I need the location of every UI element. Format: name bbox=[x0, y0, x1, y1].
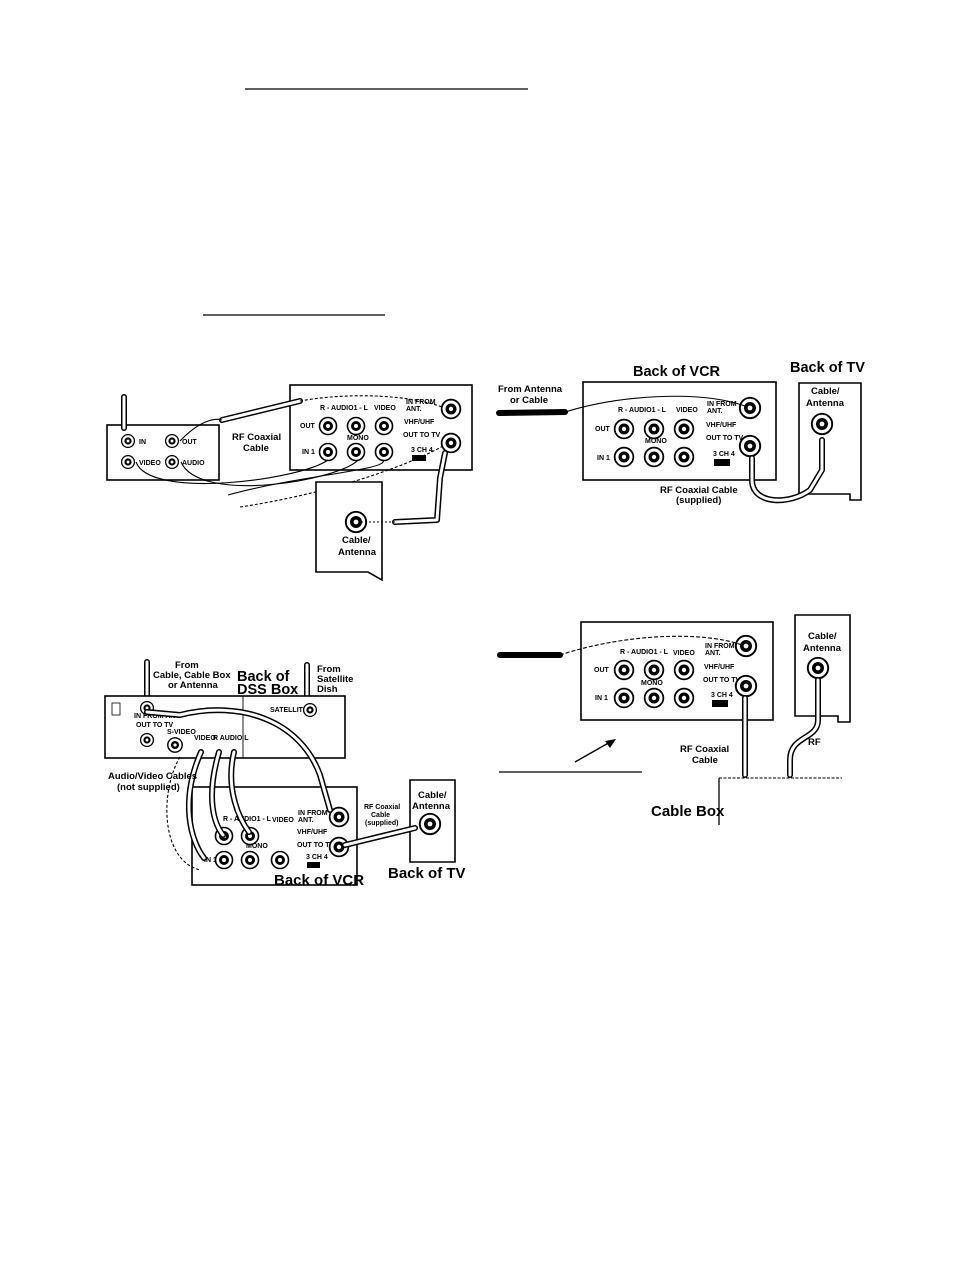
back-of-vcr-title: Back of VCR bbox=[633, 364, 721, 380]
dss-r-audio-l-label: R AUDIO L bbox=[213, 735, 249, 742]
diagram-bottom-right: R - AUDIO1 - L VIDEO IN FROM ANT. VHF/UH… bbox=[497, 614, 851, 825]
ant-label-br: ANT. bbox=[705, 650, 721, 657]
back-of-label-dss: Back of bbox=[237, 669, 290, 685]
ch-switch-label-bl: 3 CH 4 bbox=[306, 854, 328, 861]
ch-switch-label-tr: 3 CH 4 bbox=[713, 451, 735, 458]
rf-coaxial-label-2: Cable bbox=[243, 443, 269, 454]
ant-label: ANT. bbox=[406, 406, 422, 413]
video-label: VIDEO bbox=[374, 405, 396, 412]
diagram-top-left: IN OUT VIDEO AUDIO R - AUDIO1 - L VIDEO … bbox=[106, 384, 473, 582]
mono-label-tr: MONO bbox=[645, 438, 667, 445]
cable-label-rf-br: Cable bbox=[692, 755, 718, 766]
supplied-label-tr: (supplied) bbox=[676, 495, 721, 506]
box-out-label: OUT bbox=[182, 439, 198, 446]
out-to-tv-label-tr: OUT TO TV bbox=[706, 435, 744, 442]
in-from-ant-label-bl: IN FROM ANT bbox=[134, 713, 180, 720]
video-label-br: VIDEO bbox=[673, 650, 695, 657]
vhf-uhf-label: VHF/UHF bbox=[404, 419, 435, 426]
diagram-top-right: Back of VCR Back of TV From Antenna or C… bbox=[496, 360, 865, 506]
box-video-label: VIDEO bbox=[139, 460, 161, 467]
in1-label-br: IN 1 bbox=[595, 695, 608, 702]
cable-label-rf-bl: Cable bbox=[371, 812, 390, 819]
r-audio-l-label-bl: R - AUDIO1 - L bbox=[223, 816, 272, 823]
rf-label-br: RF bbox=[808, 737, 821, 748]
in-from-label-tr: IN FROM bbox=[707, 401, 737, 408]
back-of-tv-label-bl: Back of TV bbox=[388, 865, 466, 882]
rf-coaxial-label-bl: RF Coaxial bbox=[364, 804, 400, 811]
supplied-label-bl: (supplied) bbox=[365, 820, 398, 827]
ant-label-tr: ANT. bbox=[707, 408, 723, 415]
out-label: OUT bbox=[300, 423, 316, 430]
back-of-vcr-label-bl: Back of VCR bbox=[274, 872, 364, 889]
in1-label-tr: IN 1 bbox=[597, 455, 610, 462]
device-box bbox=[106, 424, 220, 481]
vhf-uhf-label-bl: VHF/UHF bbox=[297, 829, 328, 836]
from-sat-label: From bbox=[317, 664, 341, 675]
ant-label-bl: ANT. bbox=[298, 817, 314, 824]
rf-cable-label-tr: RF Coaxial Cable bbox=[660, 485, 738, 496]
out-label-tr: OUT bbox=[595, 426, 611, 433]
not-supplied-label: (not supplied) bbox=[117, 782, 180, 793]
back-of-tv-title: Back of TV bbox=[790, 360, 865, 376]
from-label-bl: From bbox=[175, 660, 199, 671]
video-label-tr: VIDEO bbox=[676, 407, 698, 414]
box-audio-label: AUDIO bbox=[182, 460, 205, 467]
cable-label-tr: Cable/ bbox=[811, 386, 840, 397]
out-to-tv-label-vcr-bl: OUT TO TV bbox=[297, 842, 335, 849]
vhf-uhf-label-tr: VHF/UHF bbox=[706, 422, 737, 429]
r-audio-l-label-tr: R - AUDIO1 - L bbox=[618, 407, 667, 414]
video-label-bl: VIDEO bbox=[272, 817, 294, 824]
rf-coaxial-label-1: RF Coaxial bbox=[232, 432, 281, 443]
antenna-label-br: Antenna bbox=[803, 643, 842, 654]
cable-box-label: Cable Box bbox=[651, 803, 725, 820]
box-in-label: IN bbox=[139, 439, 146, 446]
or-cable-label: or Cable bbox=[510, 395, 548, 406]
from-antenna-label: From Antenna bbox=[498, 384, 563, 395]
r-audio-l-label: R - AUDIO1 - L bbox=[320, 405, 369, 412]
out-to-tv-label-br: OUT TO TV bbox=[703, 677, 741, 684]
dss-video-label: VIDEO bbox=[194, 735, 216, 742]
tv-wall-tl bbox=[315, 481, 383, 582]
cable-label-bl: Cable/ bbox=[418, 790, 447, 801]
mono-label-br: MONO bbox=[641, 680, 663, 687]
diagram-bottom-left: From Cable, Cable Box or Antenna Back of… bbox=[104, 659, 466, 889]
out-label-br: OUT bbox=[594, 667, 610, 674]
antenna-label-bl: Antenna bbox=[412, 801, 451, 812]
out-to-tv-label-bl: OUT TO TV bbox=[136, 722, 174, 729]
vhf-uhf-label-br: VHF/UHF bbox=[704, 664, 735, 671]
s-video-label: S-VIDEO bbox=[167, 729, 196, 736]
satellite-label: Satellite bbox=[317, 674, 353, 685]
ch-switch-label-br: 3 CH 4 bbox=[711, 692, 733, 699]
in1-label: IN 1 bbox=[302, 449, 315, 456]
av-cables-label: Audio/Video Cables bbox=[108, 771, 197, 782]
r-audio-l-label-br: R - AUDIO1 - L bbox=[620, 649, 669, 656]
rf-coaxial-label-br: RF Coaxial bbox=[680, 744, 729, 755]
mono-label-bl: MONO bbox=[246, 843, 268, 850]
in1-label-bl: IN 1 bbox=[204, 857, 217, 864]
dss-box-label: DSS Box bbox=[237, 682, 298, 698]
out-to-tv-label: OUT TO TV bbox=[403, 432, 441, 439]
cable-label-br: Cable/ bbox=[808, 631, 837, 642]
in-from-label: IN FROM bbox=[406, 399, 436, 406]
in-from-label-bl: IN FROM bbox=[298, 810, 328, 817]
or-antenna-label-bl: or Antenna bbox=[168, 680, 219, 691]
ch-switch-label: 3 CH 4 bbox=[411, 447, 433, 454]
satellite-in-label: SATELLITE IN bbox=[270, 707, 317, 714]
cable-label-tl: Cable/ bbox=[342, 535, 371, 546]
antenna-label-tl: Antenna bbox=[338, 547, 377, 558]
cable-box-label-bl: Cable, Cable Box bbox=[153, 670, 231, 681]
in-from-label-br: IN FROM bbox=[705, 643, 735, 650]
antenna-label-tr: Antenna bbox=[806, 398, 845, 409]
dish-label: Dish bbox=[317, 684, 338, 695]
mono-label: MONO bbox=[347, 435, 369, 442]
